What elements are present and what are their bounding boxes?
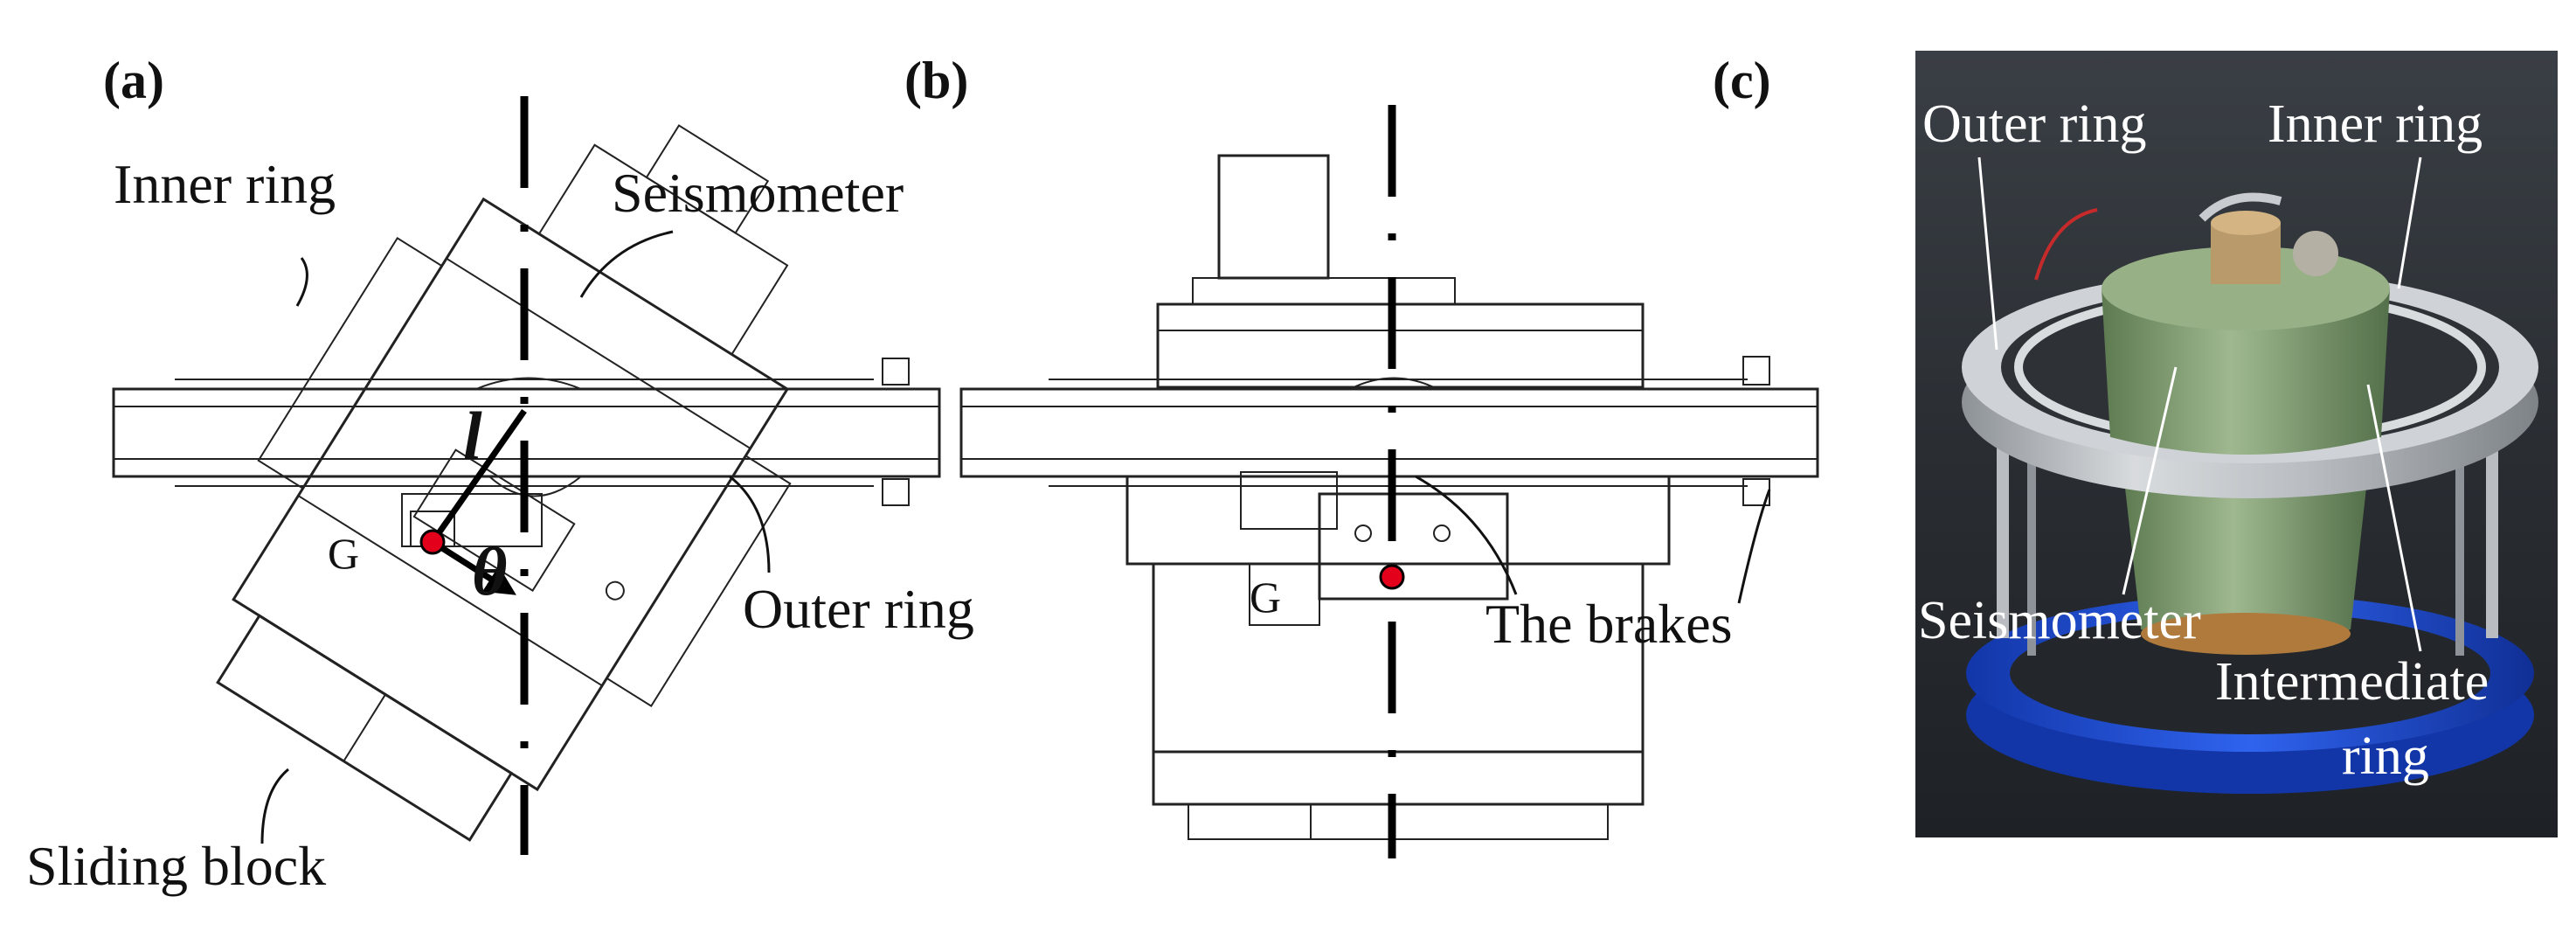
label-brakes: The brakes — [1485, 593, 1733, 655]
label-inner-ring-c: Inner ring — [2268, 94, 2483, 154]
label-intermediate: Intermediate — [2215, 652, 2489, 712]
label-intermediate-ring: ring — [2342, 726, 2429, 786]
leader-inner-ring-a — [295, 257, 308, 307]
leader-outer-ring-a — [729, 475, 771, 573]
photo — [1915, 51, 2558, 837]
label-g-b: G — [1250, 573, 1281, 622]
label-seismometer-c: Seismometer — [1918, 591, 2201, 650]
outer-ring-pin-top — [882, 358, 910, 386]
symbol-l: l — [463, 398, 482, 474]
leader-inner-ring-c — [2397, 156, 2422, 289]
panel-a-tilted-assembly — [216, 124, 792, 842]
photo-post-right — [2486, 402, 2498, 638]
sliding-block-b — [1188, 803, 1609, 840]
seismometer-base-b — [1152, 750, 1645, 806]
symbol-theta: θ — [472, 533, 508, 609]
lever-l-line — [430, 408, 527, 545]
center-of-gravity-a — [419, 529, 446, 555]
seismometer-mid-b — [1125, 475, 1671, 566]
panel-a: (a) l — [26, 52, 974, 897]
photo-seismometer-upper — [2102, 288, 2390, 455]
inner-ring-left — [257, 236, 444, 490]
photo-post-left — [1997, 402, 2009, 638]
label-outer-ring-a: Outer ring — [743, 578, 974, 640]
leader-brakes-2 — [1737, 489, 1771, 604]
panel-b: (b) G The brakes — [904, 52, 1819, 858]
label-g-a: G — [328, 529, 359, 578]
leader-seismometer-c — [2122, 366, 2178, 595]
leader-sliding-block — [260, 768, 289, 844]
label-seismometer-a: Seismometer — [612, 162, 904, 224]
seismometer-cap-b — [1217, 154, 1330, 280]
label-sliding-block: Sliding block — [26, 835, 326, 897]
label-inner-ring-a: Inner ring — [114, 153, 336, 215]
photo-seismometer-lower — [2123, 472, 2368, 643]
label-outer-ring-c: Outer ring — [1922, 94, 2147, 154]
seismometer-connector — [645, 124, 770, 234]
panel-a-tag: (a) — [103, 52, 164, 109]
leader-outer-ring-c — [1977, 156, 1998, 351]
panel-c: (c) — [1713, 51, 2558, 837]
panel-c-tag: (c) — [1713, 52, 1771, 109]
leader-intermediate-ring — [2366, 384, 2422, 652]
seismometer-upper-b — [1156, 302, 1645, 389]
leader-brakes-1 — [1415, 475, 1518, 595]
inner-ring-right — [605, 455, 792, 708]
outer-ring-pin-bottom — [882, 478, 910, 506]
gravity-arrow — [431, 539, 516, 595]
panel-b-tag: (b) — [904, 52, 968, 109]
center-of-gravity-b — [1379, 564, 1405, 590]
brakes-b — [1318, 492, 1509, 601]
leader-seismometer-a — [579, 230, 674, 298]
